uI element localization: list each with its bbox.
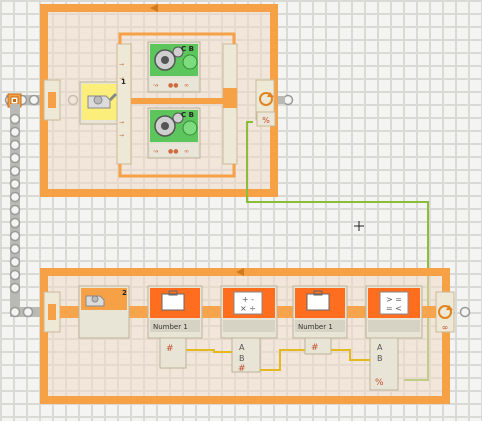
variable-block-1[interactable] bbox=[147, 285, 203, 339]
svg-text:#: # bbox=[238, 364, 246, 374]
loop-end-icon[interactable]: ∞ bbox=[438, 305, 453, 332]
svg-text:∞: ∞ bbox=[184, 148, 189, 155]
suitcase-icon bbox=[161, 293, 185, 311]
svg-text:A: A bbox=[377, 343, 383, 352]
svg-text:%: % bbox=[375, 378, 384, 388]
svg-text:↝: ↝ bbox=[153, 82, 158, 89]
switch-block-2[interactable] bbox=[78, 285, 130, 339]
svg-text:B: B bbox=[377, 354, 383, 363]
svg-text:× ÷: × ÷ bbox=[240, 304, 256, 313]
svg-text:↝: ↝ bbox=[153, 148, 158, 155]
math-block[interactable]: + - × ÷ bbox=[220, 285, 278, 339]
loop-arrow-icon bbox=[236, 268, 244, 276]
plus-minus-times-divide-icon bbox=[233, 291, 263, 315]
motor-block-lower[interactable]: ↝ ●● ∞ bbox=[147, 107, 201, 159]
variable-name-label: Number 1 bbox=[298, 323, 333, 331]
motor-ports-label: C B bbox=[181, 45, 194, 53]
switch-case-label: 1 bbox=[121, 78, 126, 86]
sequence-beam-vertical bbox=[9, 104, 21, 312]
variable-2-plug[interactable]: # bbox=[304, 337, 332, 355]
variable-block-2[interactable] bbox=[292, 285, 348, 339]
switch-frame[interactable]: → → → → bbox=[116, 32, 238, 178]
switch-block[interactable] bbox=[79, 81, 121, 125]
variable-1-plug[interactable]: # bbox=[159, 337, 187, 369]
svg-text:%: % bbox=[262, 116, 270, 125]
loop-arrow-icon bbox=[150, 4, 158, 12]
switch-case-label: 2 bbox=[122, 289, 127, 297]
variable-name-label: Number 1 bbox=[153, 323, 188, 331]
motor-ports-label: C B bbox=[181, 111, 194, 119]
svg-text:= <: = < bbox=[386, 304, 402, 313]
svg-text:#: # bbox=[311, 343, 319, 353]
svg-text:A: A bbox=[239, 343, 245, 352]
svg-text:→: → bbox=[119, 119, 124, 126]
svg-text:∞: ∞ bbox=[184, 82, 189, 89]
compare-icon bbox=[379, 291, 409, 315]
svg-text:→: → bbox=[119, 61, 124, 68]
svg-text:→: → bbox=[119, 132, 124, 139]
svg-text:B: B bbox=[239, 354, 245, 363]
crosshair-cursor-icon bbox=[354, 221, 364, 231]
math-plugs[interactable]: A B # bbox=[231, 337, 261, 374]
svg-text:●●: ●● bbox=[168, 148, 178, 155]
data-wire-yellow[interactable] bbox=[186, 349, 370, 371]
svg-text:> =: > = bbox=[386, 295, 402, 304]
svg-text:●●: ●● bbox=[168, 82, 178, 89]
loop-end-icon[interactable]: % bbox=[256, 92, 276, 127]
svg-text:+ -: + - bbox=[242, 295, 254, 304]
svg-text:#: # bbox=[166, 344, 174, 354]
compare-block[interactable]: > = = < bbox=[365, 285, 423, 339]
compare-plugs[interactable]: A B % bbox=[369, 337, 399, 391]
svg-text:→: → bbox=[119, 75, 124, 82]
motor-block-upper[interactable]: ↝ ●● ∞ bbox=[147, 41, 201, 93]
suitcase-icon bbox=[306, 293, 330, 311]
svg-text:∞: ∞ bbox=[442, 323, 449, 332]
